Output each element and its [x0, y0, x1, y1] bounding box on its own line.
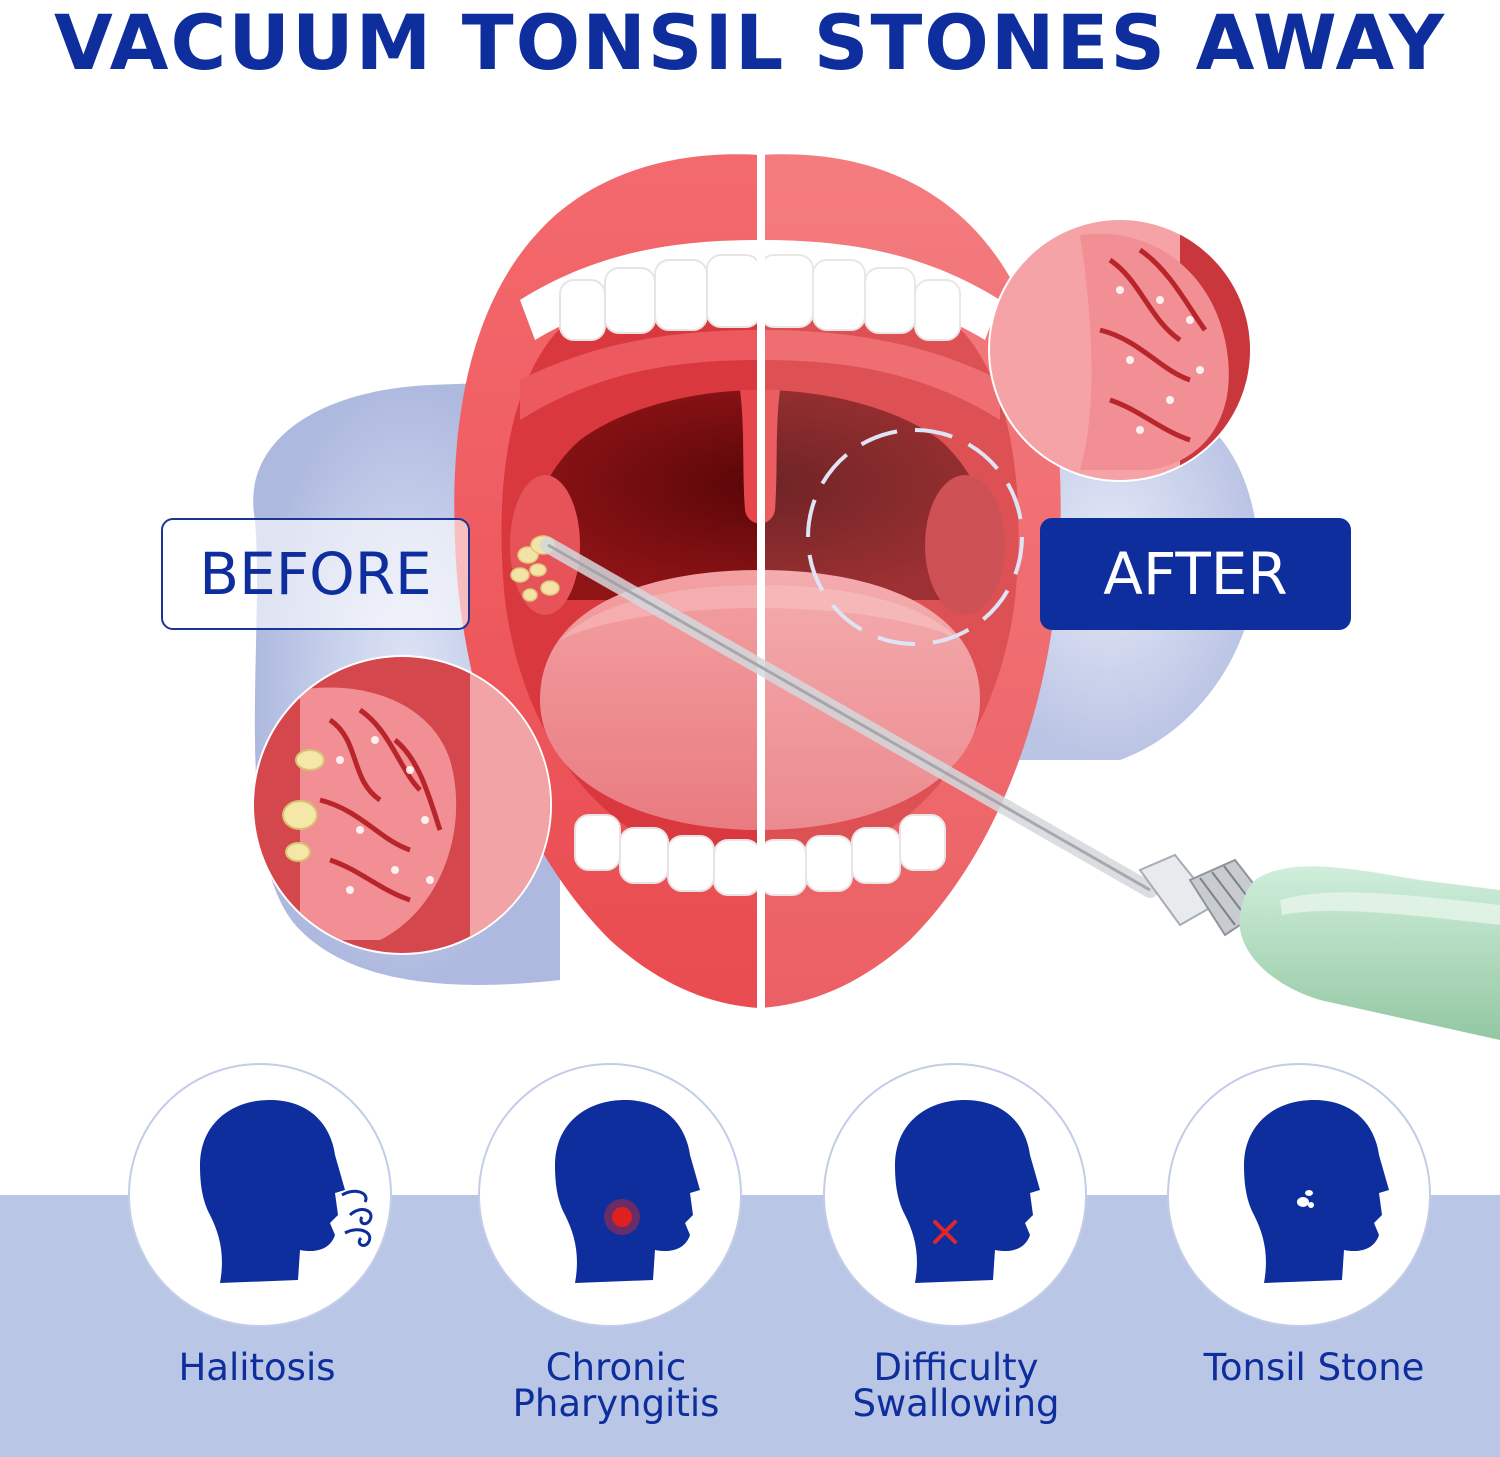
- label-tonsil-stone: Tonsil Stone: [1144, 1349, 1484, 1386]
- label-line-1: Difficulty: [873, 1346, 1039, 1389]
- label-chronic-pharyngitis: Chronic Pharyngitis: [446, 1349, 786, 1425]
- label-halitosis-text: Halitosis: [178, 1346, 336, 1389]
- label-line-2: Pharyngitis: [512, 1382, 720, 1425]
- before-tag: BEFORE: [161, 518, 470, 630]
- symptom-difficulty-swallowing: [823, 1063, 1087, 1327]
- head-stones-icon: [1244, 1100, 1389, 1283]
- label-halitosis: Halitosis: [87, 1349, 427, 1386]
- label-difficulty-swallowing: Difficulty Swallowing: [786, 1349, 1126, 1425]
- label-line-2: Swallowing: [852, 1382, 1060, 1425]
- after-tag: AFTER: [1040, 518, 1351, 630]
- symptom-halitosis: [128, 1063, 392, 1327]
- headline: VACUUM TONSIL STONES AWAY: [53, 0, 1447, 87]
- head-throat-spot-icon: [555, 1100, 700, 1283]
- symptom-chronic-pharyngitis: [478, 1063, 742, 1327]
- label-tonsil-stone-text: Tonsil Stone: [1203, 1346, 1425, 1389]
- head-throat-cross-icon: [895, 1100, 1040, 1283]
- label-line-1: Chronic: [545, 1346, 687, 1389]
- head-breath-icon: [200, 1100, 373, 1283]
- mouth-illustration: [253, 154, 1500, 1040]
- symptom-tonsil-stone: [1167, 1063, 1431, 1327]
